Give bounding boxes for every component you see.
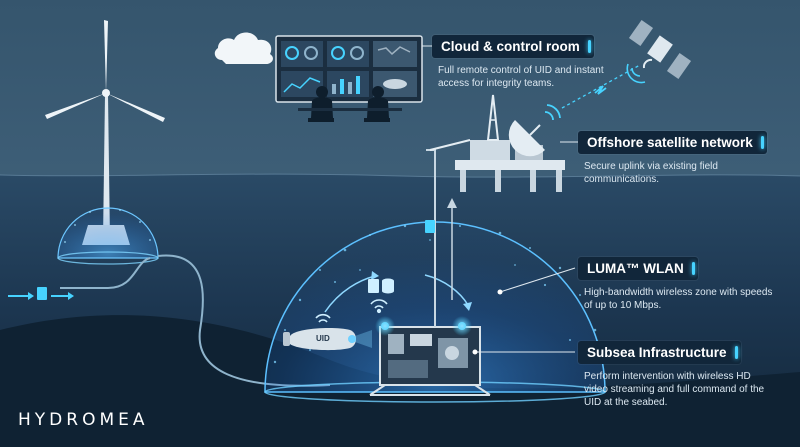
dome-particles [273,224,601,364]
callout-satellite: Offshore satellite network Secure uplink… [578,131,774,186]
callout-cloud-title: Cloud & control room [432,35,594,58]
callout-satellite-title: Offshore satellite network [578,131,767,154]
satellite-icon [628,19,692,80]
database-icon [382,278,394,294]
turbine-wlan-dome [57,207,159,259]
subsea-module-icon [369,316,491,396]
drone-label: UID [316,334,330,343]
callout-subsea: Subsea Infrastructure Perform interventi… [578,341,774,409]
underwater-drone-icon [283,328,372,351]
callout-satellite-description: Secure uplink via existing field communi… [584,161,718,185]
operators [298,86,402,122]
document-icon [425,220,435,233]
callout-wlan-description: High-bandwidth wireless zone with speeds… [584,287,773,311]
data-exchange [315,271,472,323]
cloud-icon [214,32,273,64]
subsea-cable [157,254,331,387]
wifi-icon [370,299,388,314]
callout-leaders [422,45,578,353]
document-icon [368,279,379,293]
signal-waves [544,104,561,121]
brand-logo: HYDROMEA [18,410,149,430]
document-icon [37,287,47,300]
drone-wifi-icon [315,313,331,323]
callout-cloud: Cloud & control room Full remote control… [432,35,628,90]
callout-wlan: LUMA™ WLAN High-bandwidth wireless zone … [578,257,774,312]
callout-cloud-description: Full remote control of UID and instant a… [438,65,604,89]
sea-surface-line [0,173,800,178]
callout-subsea-description: Perform intervention with wireless HD vi… [584,371,765,408]
callout-subsea-title: Subsea Infrastructure [578,341,741,364]
callout-wlan-title: LUMA™ WLAN [578,257,698,280]
control-room-screen-icon [275,35,423,103]
satellite-dish-icon [508,120,545,157]
incoming-data-arrow [8,287,74,300]
